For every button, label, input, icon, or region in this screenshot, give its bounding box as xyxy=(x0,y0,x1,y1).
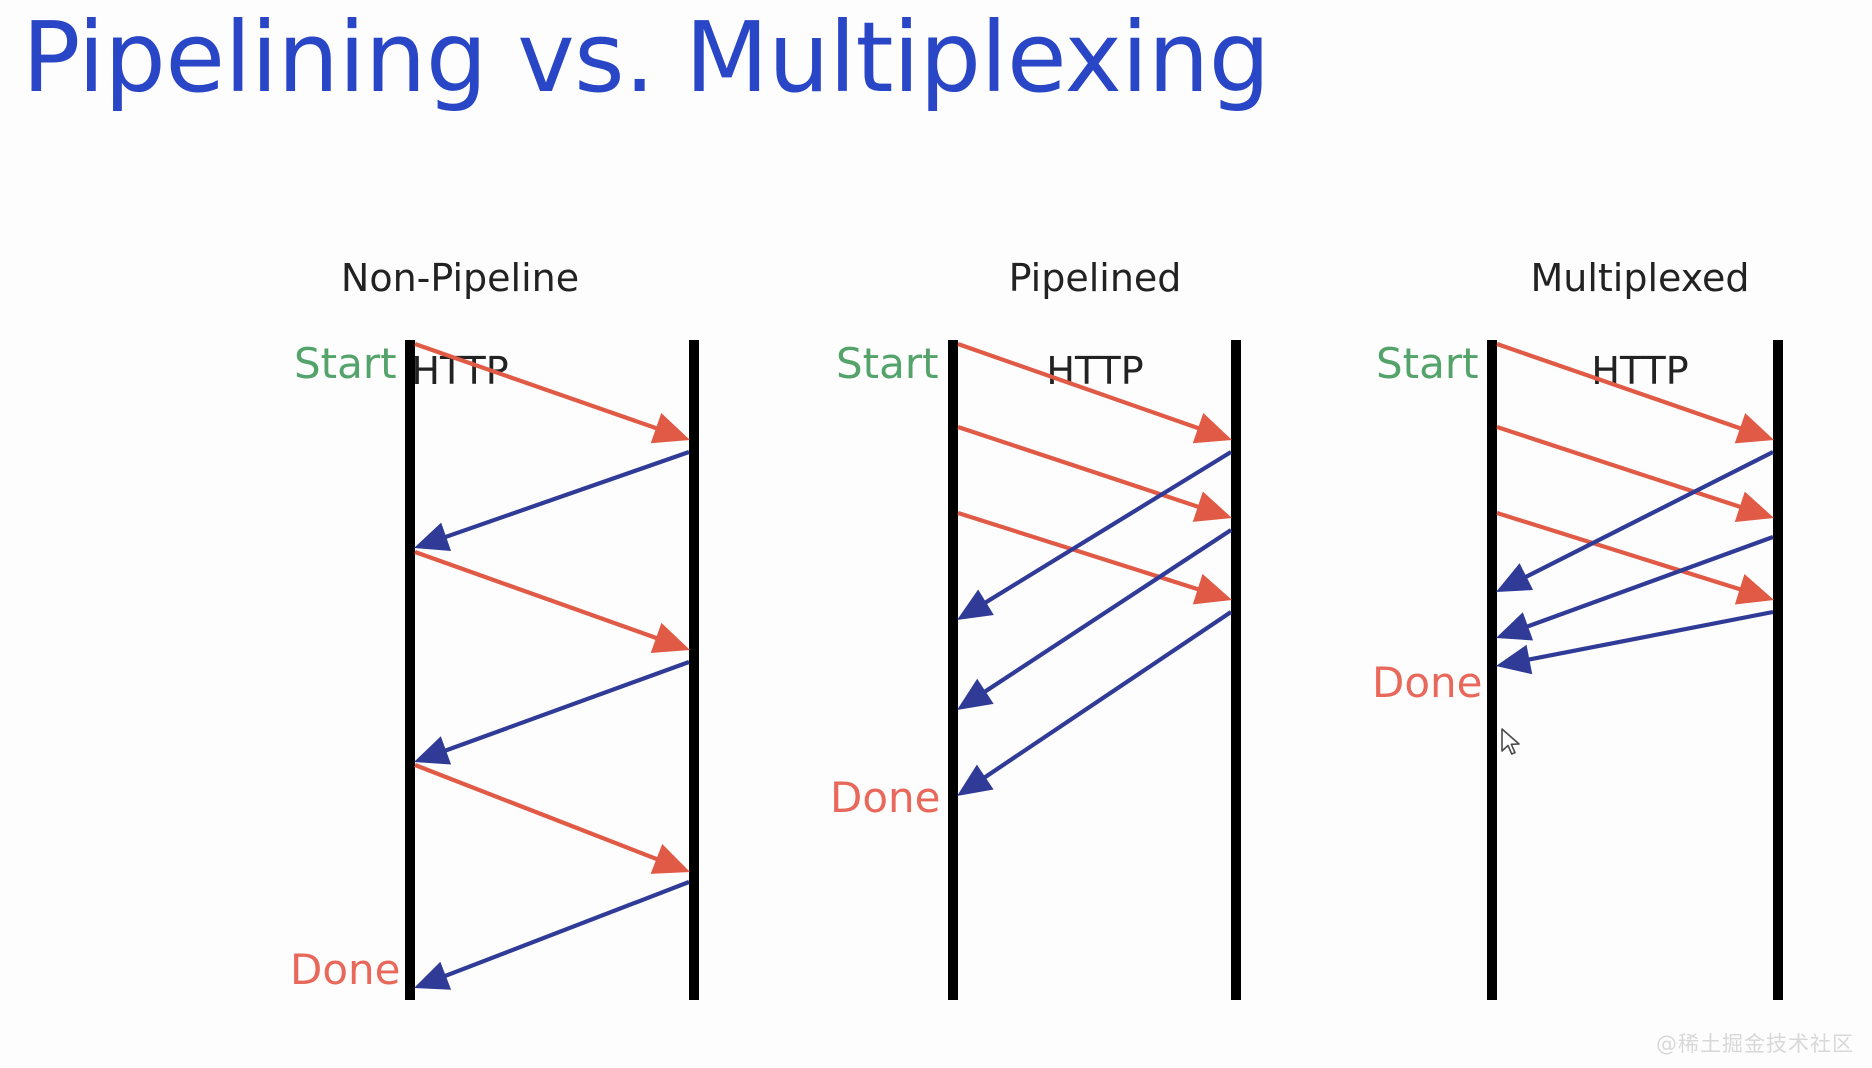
request-arrow-non-pipeline-2 xyxy=(414,550,690,653)
panel-heading-line1: Multiplexed xyxy=(1530,255,1750,300)
response-arrow-pipelined-3 xyxy=(957,610,1233,796)
response-arrow-multiplexed-3-head xyxy=(1496,644,1533,675)
request-arrow-non-pipeline-1-head xyxy=(650,413,690,444)
response-arrow-pipelined-1 xyxy=(957,450,1233,620)
response-arrow-pipelined-3-head xyxy=(957,764,994,796)
response-arrow-non-pipeline-1-shaft xyxy=(439,450,690,541)
response-arrow-non-pipeline-3-head xyxy=(414,961,452,990)
panel-heading-line2: HTTP xyxy=(1046,349,1144,394)
done-label-multiplexed: Done xyxy=(1372,658,1483,707)
request-arrow-non-pipeline-3 xyxy=(414,763,690,874)
request-arrow-non-pipeline-2-shaft xyxy=(414,550,663,643)
request-arrow-non-pipeline-3-head xyxy=(650,844,690,874)
response-arrow-pipelined-2 xyxy=(957,528,1233,710)
response-arrow-pipelined-2-head xyxy=(957,678,994,710)
request-arrow-pipelined-3-head xyxy=(1192,573,1232,605)
response-arrow-pipelined-1-shaft xyxy=(979,450,1233,608)
request-arrow-pipelined-3-shaft xyxy=(957,510,1205,594)
request-arrow-non-pipeline-2-head xyxy=(650,622,690,653)
panel-heading-multiplexed: Multiplexed HTTP xyxy=(1470,208,1810,442)
response-arrow-non-pipeline-2-head xyxy=(414,736,452,765)
response-arrow-multiplexed-2-shaft xyxy=(1521,535,1774,631)
response-arrow-pipelined-3-shaft xyxy=(978,610,1233,783)
response-arrow-non-pipeline-3-shaft xyxy=(439,880,690,980)
watermark: @稀土掘金技术社区 xyxy=(1656,1032,1854,1056)
response-arrow-multiplexed-2 xyxy=(1496,535,1774,641)
request-arrow-non-pipeline-3-shaft xyxy=(414,763,664,864)
response-arrow-non-pipeline-3 xyxy=(414,880,690,990)
response-arrow-multiplexed-1 xyxy=(1496,450,1774,592)
page-title: Pipelining vs. Multiplexing xyxy=(22,1,1270,114)
done-label-non-pipeline: Done xyxy=(290,945,401,994)
response-arrow-multiplexed-3-shaft xyxy=(1522,609,1774,663)
response-arrow-non-pipeline-2-shaft xyxy=(439,660,690,755)
response-arrow-multiplexed-1-head xyxy=(1496,563,1534,592)
response-arrow-multiplexed-2-head xyxy=(1496,612,1534,641)
start-label-non-pipeline: Start xyxy=(294,339,397,388)
response-arrow-non-pipeline-2 xyxy=(414,660,690,765)
start-label-multiplexed: Start xyxy=(1376,339,1479,388)
mouse-pointer-icon xyxy=(1501,728,1520,755)
panel-heading-non-pipeline: Non-Pipeline HTTP xyxy=(290,208,630,442)
done-label-pipelined: Done xyxy=(830,773,941,822)
panel-heading-pipelined: Pipelined HTTP xyxy=(925,208,1265,442)
request-arrow-pipelined-2-head xyxy=(1192,491,1232,522)
response-arrow-multiplexed-3 xyxy=(1496,609,1774,675)
request-arrow-multiplexed-2-head xyxy=(1734,491,1774,522)
panel-heading-line1: Non-Pipeline xyxy=(340,255,580,300)
response-arrow-pipelined-1-head xyxy=(957,589,994,620)
response-arrow-pipelined-2-shaft xyxy=(979,528,1233,697)
request-arrow-multiplexed-3-shaft xyxy=(1496,510,1747,594)
panel-heading-line1: Pipelined xyxy=(1008,255,1182,300)
response-arrow-non-pipeline-1-head xyxy=(414,522,452,551)
request-arrow-multiplexed-3 xyxy=(1496,510,1774,605)
start-label-pipelined: Start xyxy=(836,339,939,388)
request-arrow-multiplexed-3-head xyxy=(1734,573,1774,605)
panel-heading-line2: HTTP xyxy=(1591,349,1689,394)
response-arrow-multiplexed-1-shaft xyxy=(1519,450,1774,582)
request-arrow-pipelined-3 xyxy=(957,510,1232,605)
response-arrow-non-pipeline-1 xyxy=(414,450,690,551)
